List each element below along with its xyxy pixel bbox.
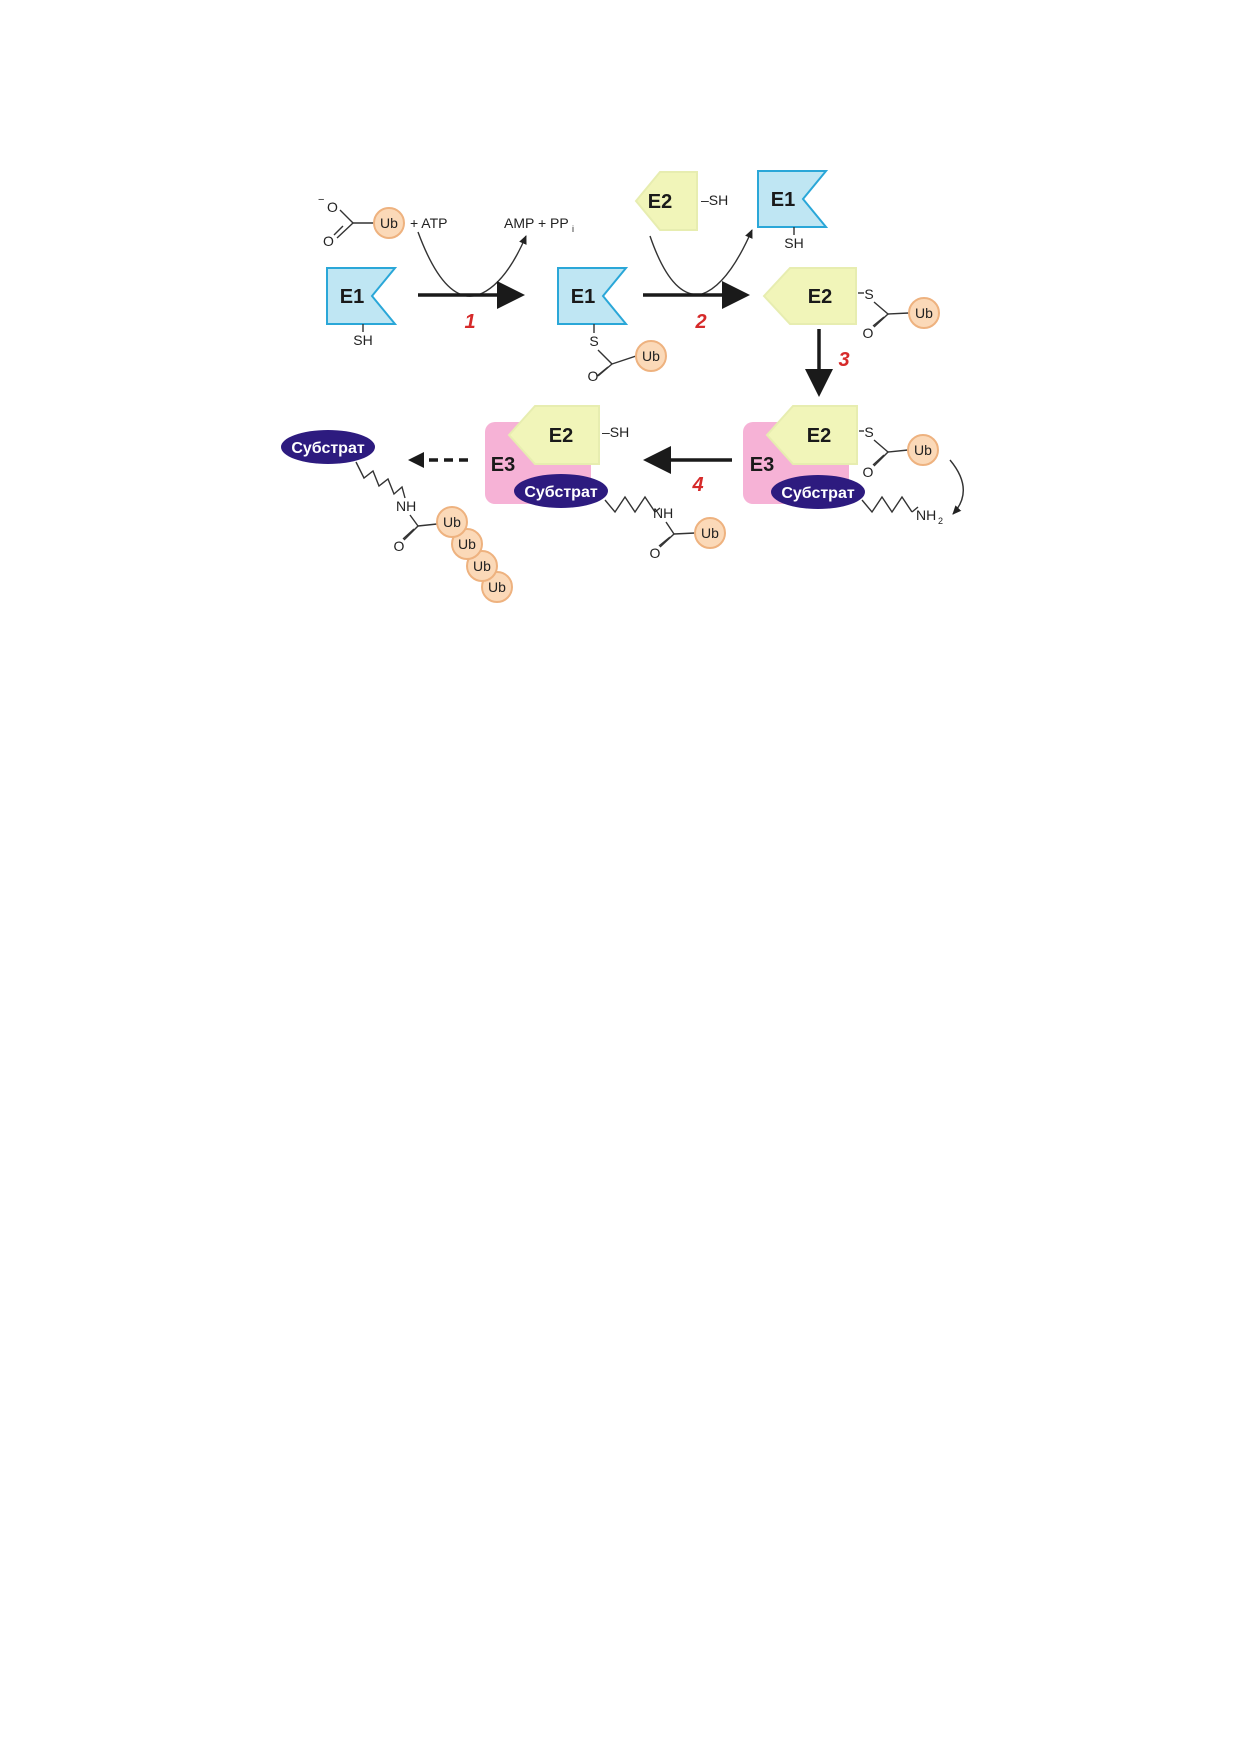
- e2-shape: [507, 405, 600, 465]
- bond: [654, 507, 661, 513]
- nucleophilic-attack-arrow: [949, 459, 964, 515]
- ubiquitin-label: Ub: [473, 558, 491, 574]
- ubiquitin: [907, 434, 939, 466]
- thiol-label: –SH: [602, 424, 629, 440]
- e1-shape: [757, 170, 829, 228]
- ubiquitin: [635, 340, 667, 372]
- e1-label: E1: [571, 286, 595, 308]
- charge-minus: −: [318, 194, 324, 206]
- amide-nh-label: NH: [396, 498, 416, 514]
- sulfur-label: S: [864, 424, 873, 440]
- lysine-chain: [604, 495, 656, 514]
- e2-label: E2: [648, 191, 672, 213]
- bond: [402, 528, 415, 540]
- ubiquitin: [451, 528, 483, 560]
- e1-label: E1: [771, 189, 795, 211]
- ubiquitin: [694, 517, 726, 549]
- atp-label: + ATP: [410, 215, 447, 231]
- e3-complex-after: E3 E2 –SH Субстрат NH O Ub: [485, 405, 726, 561]
- e1-free: E1 SH: [326, 267, 398, 348]
- ubiquitin-carboxylate: − O O Ub: [318, 194, 405, 249]
- bond: [336, 209, 355, 239]
- oxygen-label: O: [323, 233, 334, 249]
- oxygen-label: O: [863, 325, 874, 341]
- step1-curved-arrow: [417, 231, 527, 297]
- thiol-label: –SH: [701, 192, 728, 208]
- bond: [596, 366, 609, 377]
- polyubiquitinated-substrate: Субстрат NH O Ub Ub Ub Ub: [281, 430, 513, 603]
- release-arrowhead: [408, 452, 424, 468]
- e2-ub-thioester: E2 S O Ub: [762, 267, 940, 341]
- amine-subscript: 2: [938, 516, 943, 526]
- bond: [872, 316, 885, 327]
- bond: [887, 312, 910, 315]
- thiol-label: SH: [353, 332, 372, 348]
- substrate-label: Субстрат: [781, 485, 855, 502]
- oxygen-label: O: [588, 368, 599, 384]
- substrate: [771, 475, 865, 509]
- oxygen-label: O: [650, 545, 661, 561]
- bond: [611, 355, 637, 365]
- e2-shape: [762, 267, 857, 325]
- bond: [887, 449, 909, 453]
- amide-nh-label: NH: [653, 505, 673, 521]
- e1-shape: [557, 267, 629, 325]
- bond: [673, 532, 696, 535]
- e2-label: E2: [549, 425, 573, 447]
- e2-label: E2: [807, 425, 831, 447]
- substrate: [281, 430, 375, 464]
- sulfur-label: S: [864, 286, 873, 302]
- bond: [872, 454, 885, 466]
- substrate-label: Субстрат: [291, 440, 365, 457]
- substrate: [514, 474, 608, 508]
- step4-number: 4: [691, 474, 703, 496]
- step2-curved-arrow: [649, 229, 753, 296]
- amine-label: NH: [916, 507, 936, 523]
- e1-shape: [326, 267, 398, 325]
- oxygen-label: O: [863, 464, 874, 480]
- step1-number: 1: [464, 311, 475, 333]
- lysine-chain: [355, 461, 406, 499]
- ubiquitin: [466, 550, 498, 582]
- ubiquitin-label: Ub: [915, 305, 933, 321]
- bond: [911, 506, 919, 513]
- sulfur-label: S: [589, 333, 598, 349]
- bond: [333, 225, 344, 236]
- bond: [417, 523, 438, 527]
- e2-shape: [634, 171, 698, 231]
- bond: [597, 349, 614, 377]
- e1-label: E1: [340, 286, 364, 308]
- e3-complex-before: E3 E2 S O Ub Субстрат NH 2: [743, 405, 964, 526]
- ubiquitin: [436, 506, 468, 538]
- oxygen-label: O: [327, 199, 338, 215]
- e3-label: E3: [491, 454, 515, 476]
- e2-shape: [765, 405, 858, 465]
- substrate-label: Субстрат: [524, 484, 598, 501]
- oxygen-label: O: [394, 538, 405, 554]
- ubiquitin-label: Ub: [642, 348, 660, 364]
- ubiquitin-label: Ub: [701, 525, 719, 541]
- ubiquitin-label: Ub: [488, 579, 506, 595]
- lysine-chain: [861, 495, 913, 514]
- ubiquitin: [908, 297, 940, 329]
- ppi-subscript: i: [572, 224, 574, 234]
- ubiquitin-label: Ub: [458, 536, 476, 552]
- e1-released: E1 SH: [757, 170, 829, 251]
- e3-label: E3: [750, 454, 774, 476]
- thiol-label: SH: [784, 235, 803, 251]
- step2-number: 2: [694, 311, 706, 333]
- ubiquitin-label: Ub: [380, 215, 398, 231]
- step3-number: 3: [838, 349, 849, 371]
- e2-label: E2: [808, 286, 832, 308]
- ubiquitin-label: Ub: [914, 442, 932, 458]
- amp-ppi-label: AMP + PP: [504, 215, 569, 231]
- e2-free: E2 –SH: [634, 171, 728, 231]
- bond: [658, 536, 671, 547]
- ubiquitin-label: Ub: [443, 514, 461, 530]
- ubiquitin: [373, 207, 405, 239]
- e1-ub-thioester: E1 S O Ub: [557, 267, 667, 384]
